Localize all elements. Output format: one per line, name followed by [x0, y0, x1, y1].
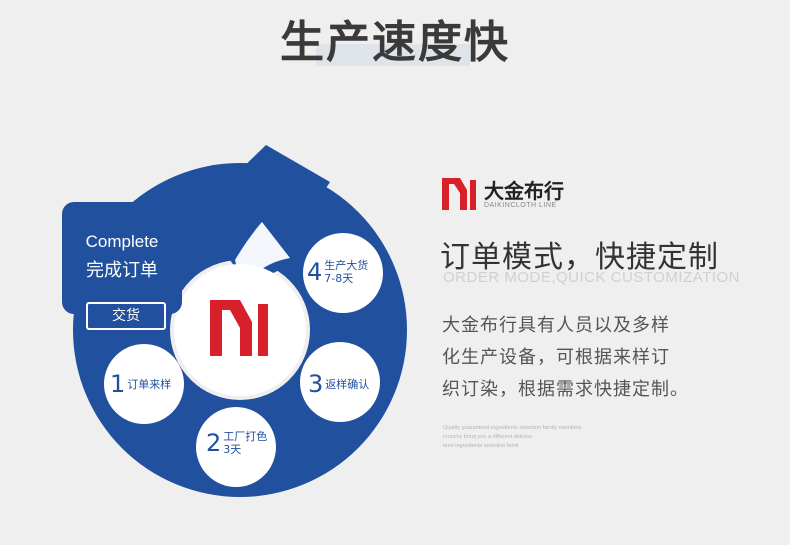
description: 大金布行具有人员以及多样 化生产设备，可根据来样订 织订染，根据需求快捷定制。 — [442, 310, 742, 406]
step-number: 2 — [206, 429, 222, 457]
step-circle-3 — [300, 342, 380, 422]
step-duration: 7-8天 — [324, 272, 354, 285]
description-line: 化生产设备，可根据来样订 — [442, 347, 670, 368]
headline-en: ORDER MODE,QUICK CUSTOMIZATION — [443, 269, 740, 286]
step-number: 3 — [308, 370, 324, 398]
step-number: 1 — [110, 370, 126, 398]
step-2: 2 工厂打色 3天 — [206, 430, 267, 456]
step-4: 4 生产大货 7-8天 — [307, 259, 368, 285]
complete-en-label: Complete — [85, 232, 159, 251]
title-underline-band — [316, 44, 470, 66]
dn-logo-icon — [442, 178, 476, 210]
fine-print-line: Quality guaranteed ingredients selection… — [443, 425, 582, 431]
description-line: 织订染，根据需求快捷定制。 — [442, 379, 689, 400]
step-number: 4 — [307, 258, 323, 286]
step-label: 工厂打色 — [223, 430, 268, 443]
step-duration: 3天 — [223, 443, 242, 456]
fine-print-line: teed ingredients selection famil — [443, 443, 519, 449]
step-circle-4 — [303, 233, 383, 313]
brand-block: 大金布行 DAIKINCLOTH LINE — [440, 176, 564, 212]
brand-name: 大金布行 — [484, 178, 564, 203]
delivery-badge: 交货 — [86, 302, 166, 330]
step-3: 3 返样确认 — [308, 372, 369, 396]
cycle-arrow-head — [196, 145, 330, 285]
step-label: 订单来样 — [127, 377, 172, 391]
page-title: 生产速度快 — [280, 17, 510, 68]
complete-zh-label: 完成订单 — [86, 260, 158, 281]
center-logo-icon — [210, 300, 268, 356]
step-circle-1 — [104, 344, 184, 424]
step-label: 返样确认 — [325, 377, 370, 391]
description-line: 大金布行具有人员以及多样 — [442, 315, 670, 336]
brand-subtitle: DAIKINCLOTH LINE — [484, 201, 557, 209]
fine-print-line: crunchy bring you a different deliciou — [443, 434, 533, 440]
step-label: 生产大货 — [324, 259, 369, 272]
complete-order-box: Complete 完成订单 — [62, 202, 182, 314]
step-1: 1 订单来样 — [110, 372, 171, 396]
fine-print: Quality guaranteed ingredients selection… — [443, 424, 673, 451]
headline: 订单模式，快捷定制 — [440, 240, 719, 275]
step-circle-2 — [196, 407, 276, 487]
